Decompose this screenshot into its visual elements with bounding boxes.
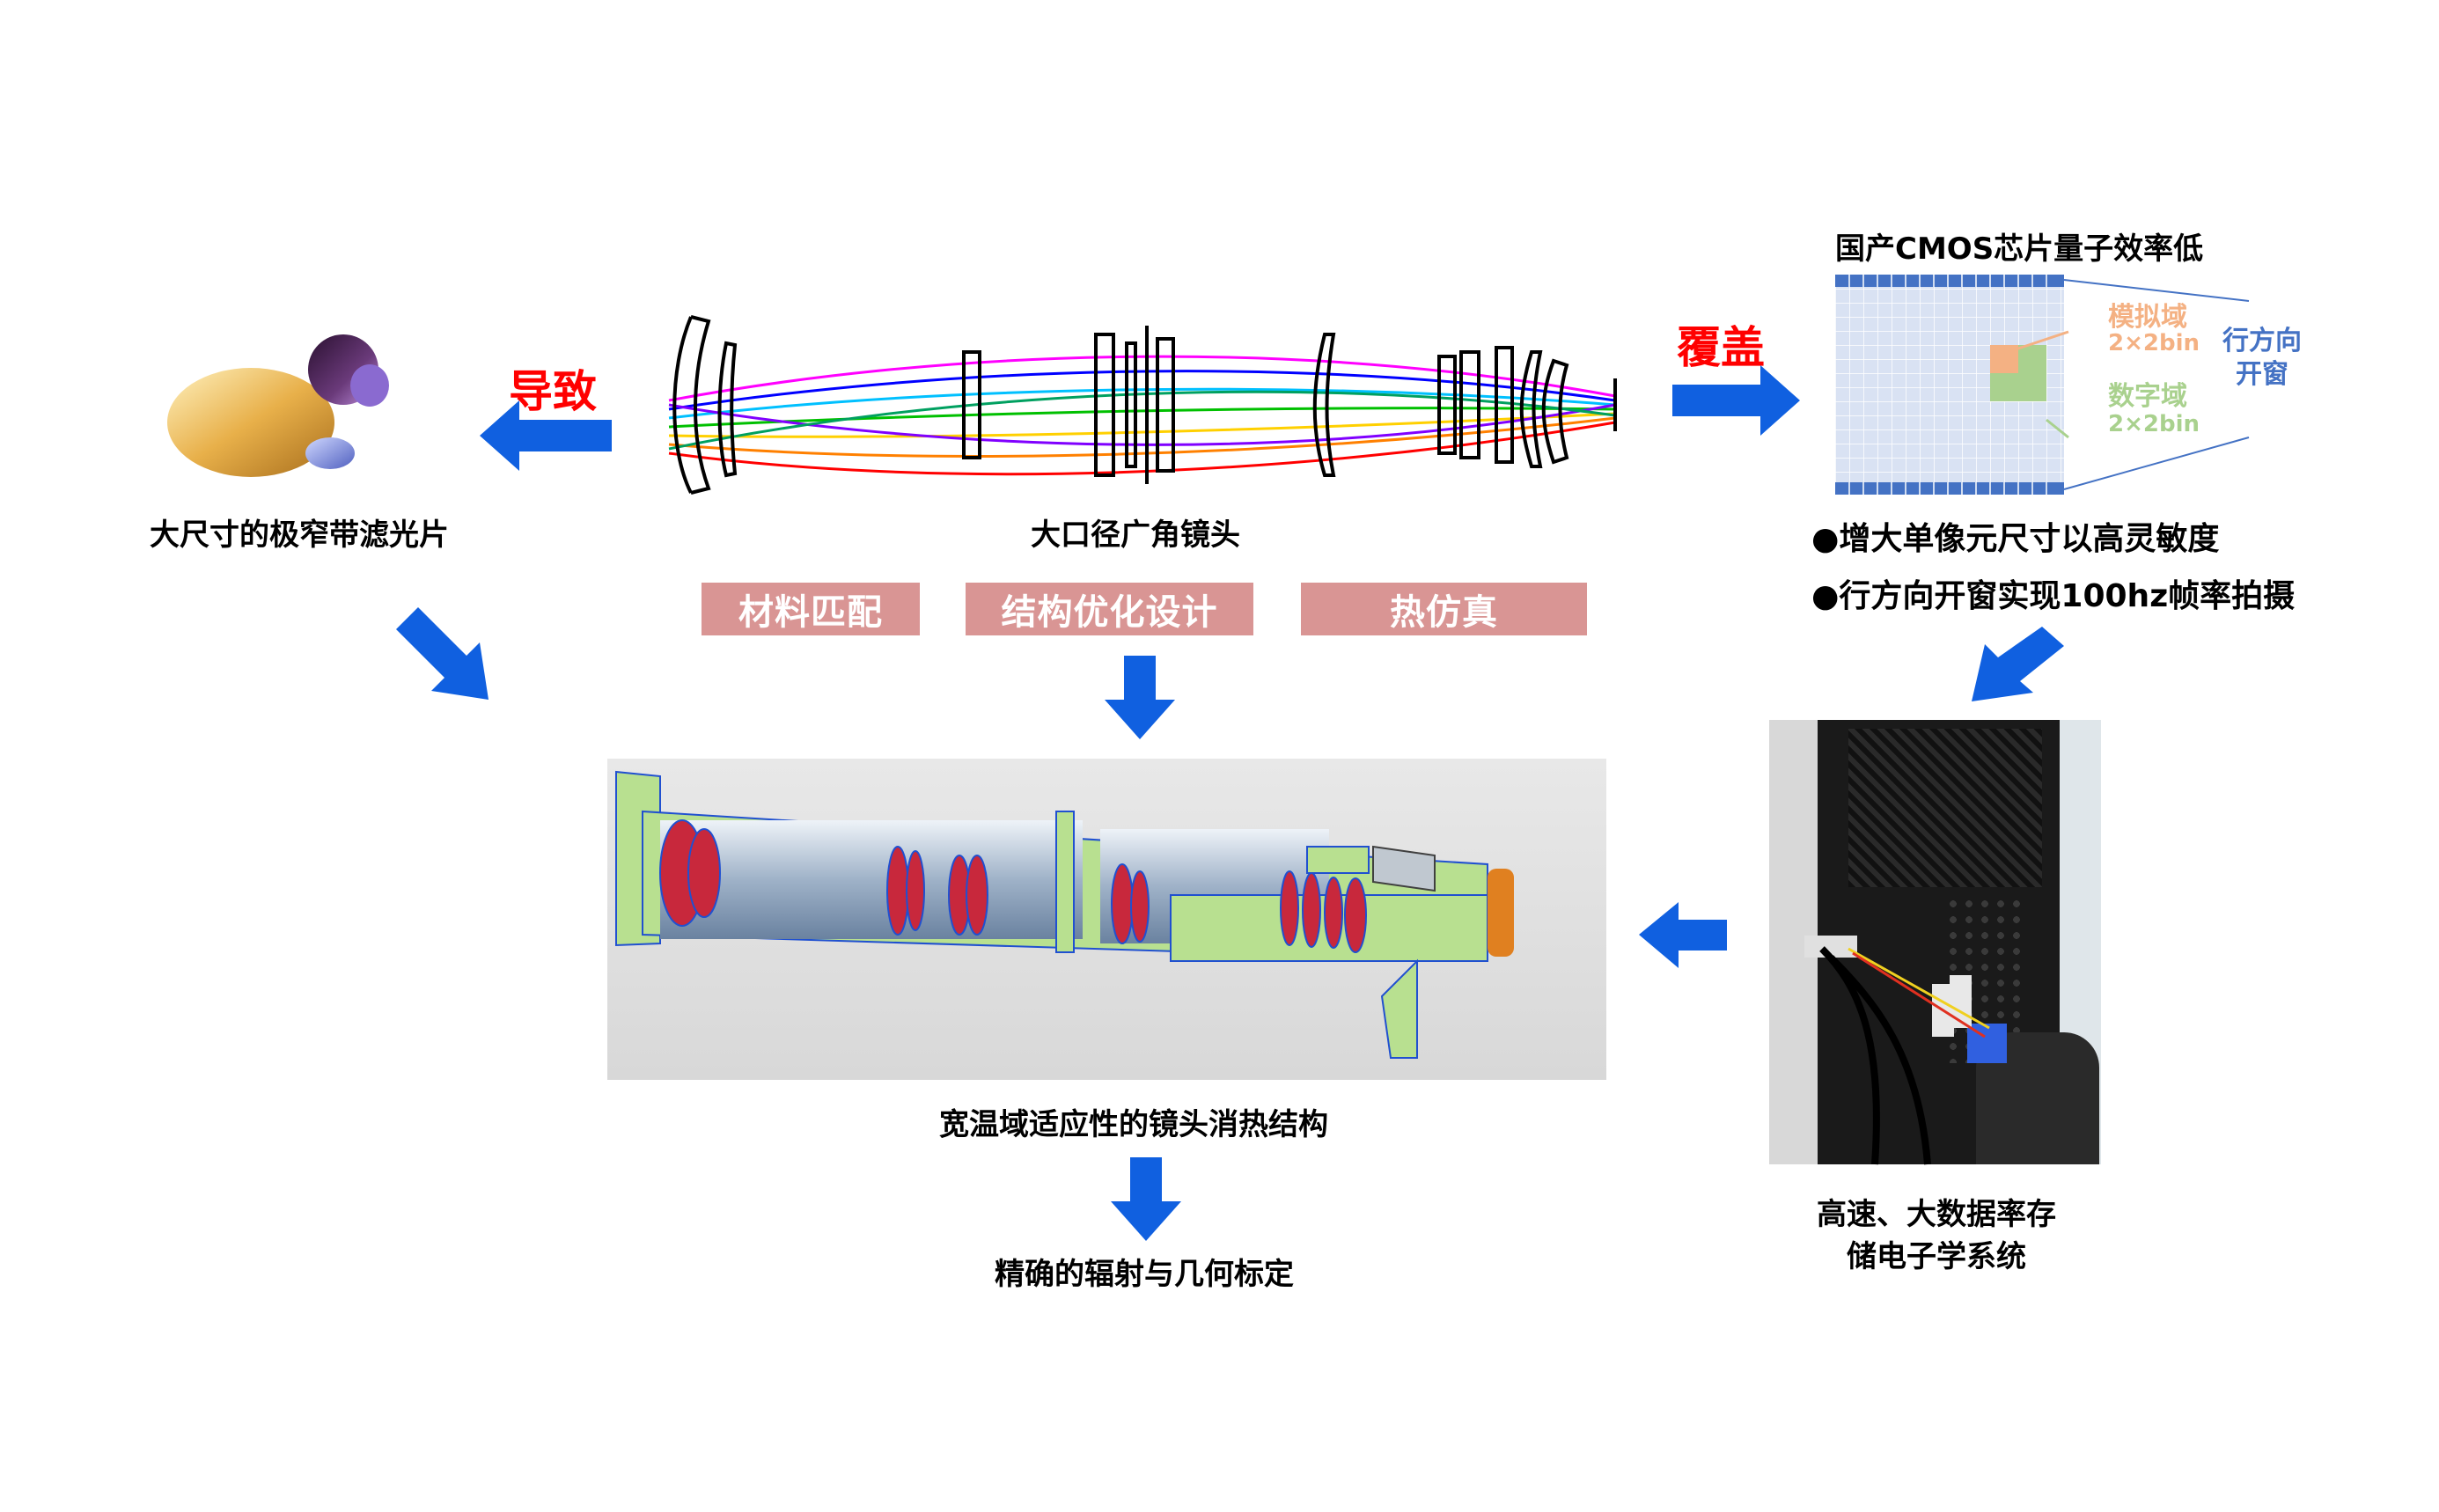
- cause-arrow: [480, 400, 612, 471]
- diag-arrow-left: [396, 607, 489, 700]
- lens-ray-diagram: [668, 315, 1617, 495]
- digital-bin-label: 2×2bin: [2108, 411, 2200, 437]
- cause-label: 导致: [509, 366, 597, 417]
- analog-bin-label: 2×2bin: [2108, 330, 2200, 356]
- cover-arrow: [1672, 365, 1800, 436]
- diag-arrow-right: [1972, 627, 2064, 701]
- down-arrow-calibration: [1111, 1157, 1181, 1241]
- lens-label: 大口径广角镜头: [1031, 517, 1240, 553]
- electronics-label-1: 高速、大数据率存: [1817, 1197, 2056, 1232]
- tag-structure-optimization: 结构优化设计: [966, 583, 1253, 635]
- row-window-label-2: 开窗: [2236, 359, 2288, 390]
- lens-barrel-cross-section: [615, 770, 1514, 1059]
- filter-label: 大尺寸的极窄带滤光片: [150, 517, 449, 553]
- electronics-photo: [1769, 720, 2101, 1164]
- thermal-structure-label: 宽温域适应性的镜头消热结构: [939, 1107, 1328, 1142]
- cmos-window-bracket: [2063, 279, 2250, 490]
- tag-thermal-simulation: 热仿真: [1301, 583, 1587, 635]
- cover-label: 覆盖: [1677, 322, 1765, 373]
- calibration-label: 精确的辐射与几何标定: [995, 1257, 1294, 1292]
- bullet-1: ●增大单像元尺寸以高灵敏度: [1811, 521, 2220, 557]
- tag-material-matching: 材料匹配: [702, 583, 920, 635]
- row-window-label-1: 行方向: [2222, 326, 2302, 356]
- analog-domain-label: 模拟域: [2108, 302, 2187, 333]
- cmos-pixel-grid: [1835, 275, 2069, 495]
- electronics-label-2: 储电子学系统: [1847, 1239, 2026, 1274]
- left-arrow-electronics: [1639, 902, 1727, 968]
- cmos-title: 国产CMOS芯片量子效率低: [1835, 231, 2204, 267]
- photo-wires: [1819, 946, 1990, 1165]
- digital-domain-label: 数字域: [2108, 381, 2187, 412]
- down-arrow-center: [1105, 656, 1175, 739]
- bullet-2: ●行方向开窗实现100hz帧率拍摄: [1811, 578, 2296, 614]
- filter-illustration: [167, 334, 389, 477]
